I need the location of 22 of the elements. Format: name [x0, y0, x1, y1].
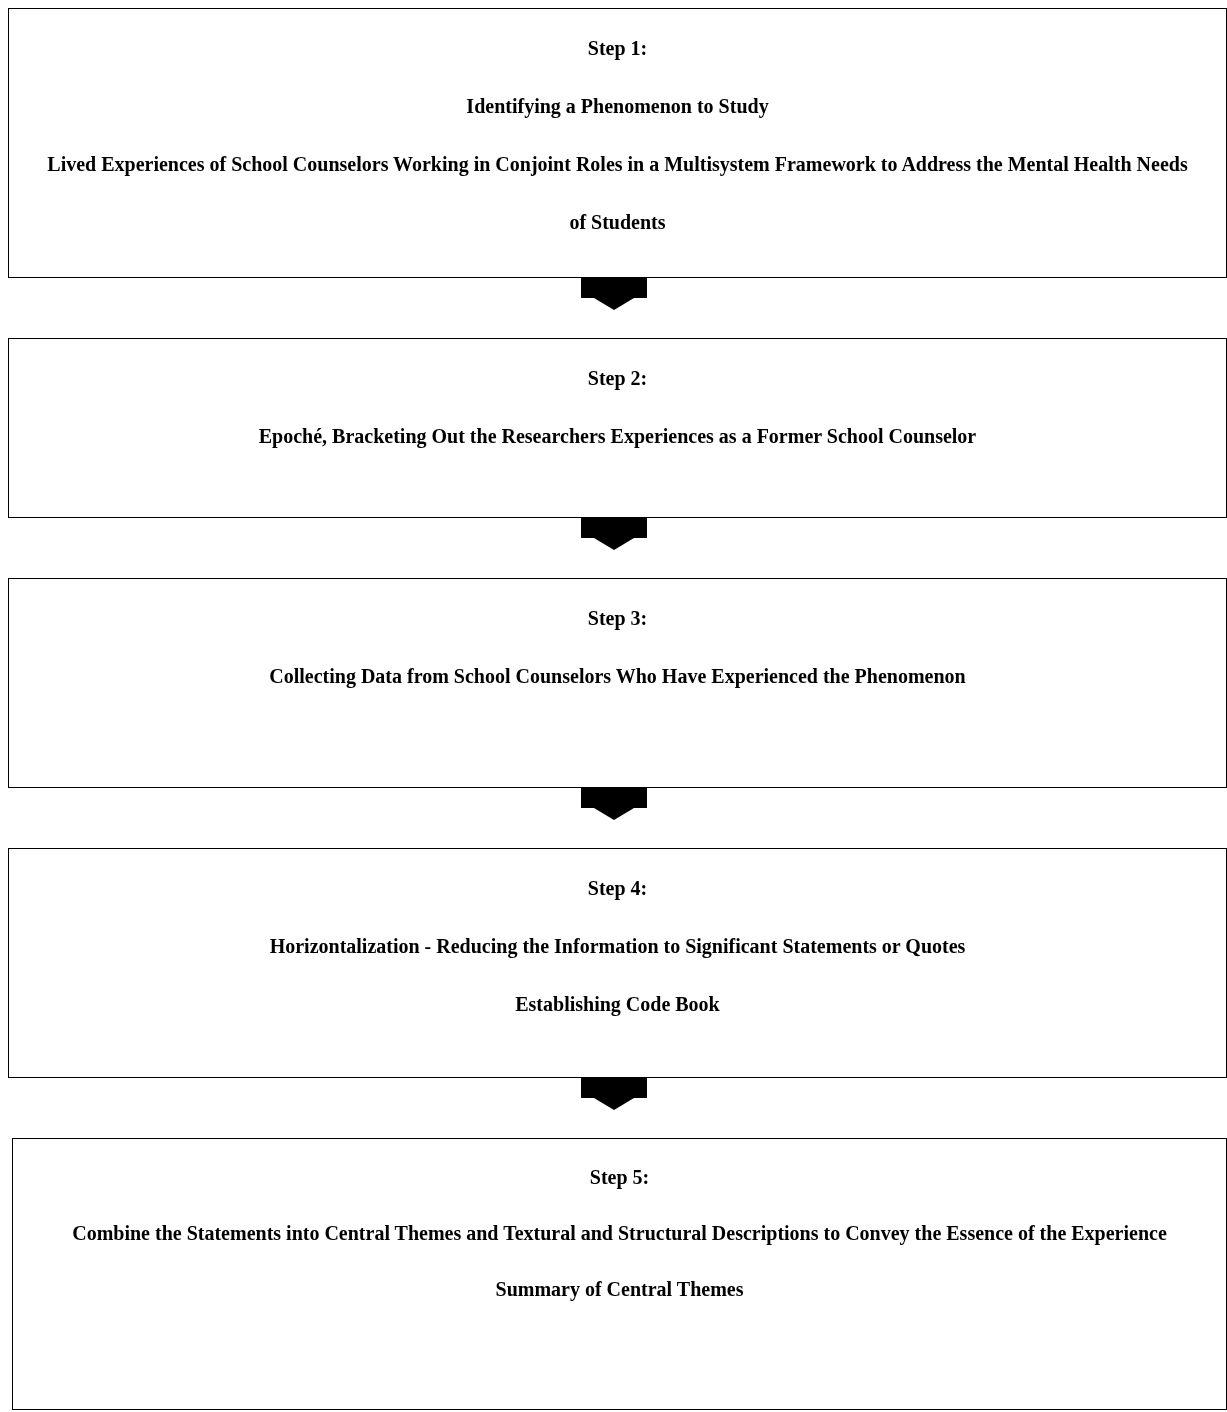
step-heading: Step 1:: [587, 36, 648, 62]
step-text: Collecting Data from School Counselors Who Have Experienced the Phenomenon: [269, 664, 966, 690]
step-heading: Step 3:: [587, 606, 648, 632]
step-text: Establishing Code Book: [515, 992, 720, 1018]
step-heading: Step 4:: [587, 876, 648, 902]
process-box: [8, 338, 1227, 518]
step-text: Identifying a Phenomenon to Study: [466, 94, 769, 120]
step-text: Summary of Central Themes: [495, 1277, 744, 1303]
step-text: Combine the Statements into Central Themes and Textural and Structural Descriptions to Convey the Essence of the Experience: [72, 1221, 1167, 1247]
step-text: Horizontalization - Reducing the Information to Significant Statements or Quotes: [269, 934, 966, 960]
step-text: Lived Experiences of School Counselors Working in Conjoint Roles in a Multisystem Framework to Address the Mental Health Needs of Students: [46, 152, 1189, 235]
block-arrow: [581, 1078, 647, 1111]
block-arrow: [581, 518, 647, 551]
block-arrow: [581, 278, 647, 311]
process-box: [8, 578, 1227, 788]
block-arrow: [581, 788, 647, 821]
step-text: Epoché, Bracketing Out the Researchers Experiences as a Former School Counselor: [258, 424, 977, 450]
process-box: [8, 8, 1227, 278]
step-heading: Step 5:: [589, 1165, 650, 1191]
step-heading: Step 2:: [587, 366, 648, 392]
process-box: [8, 848, 1227, 1078]
process-box: [12, 1138, 1227, 1410]
